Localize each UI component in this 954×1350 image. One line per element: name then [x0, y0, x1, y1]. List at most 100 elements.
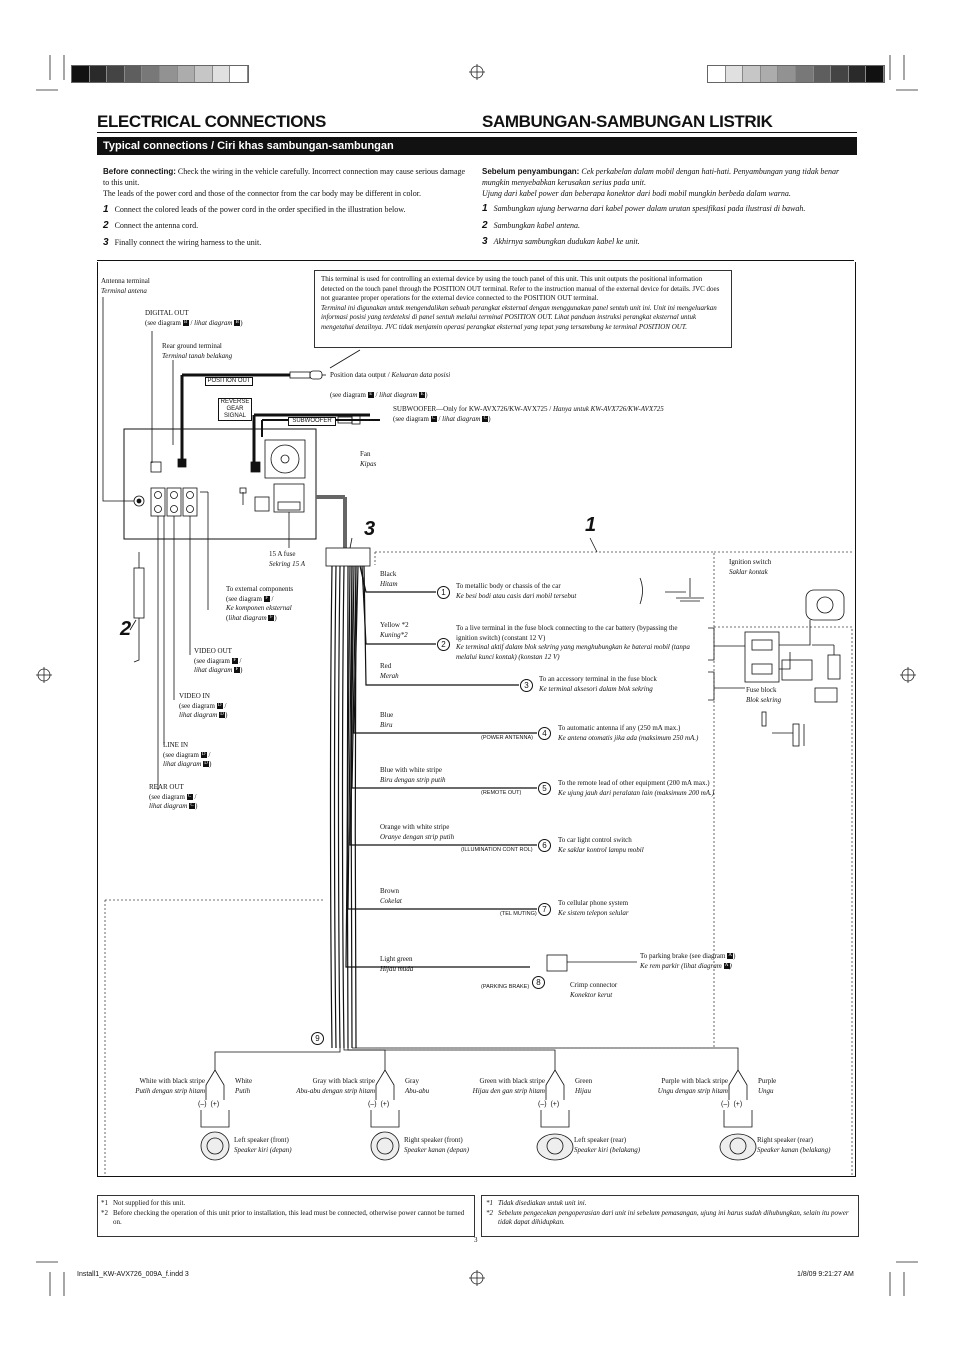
color-swatch: [743, 66, 761, 82]
wire-destination: To an accessory terminal in the fuse blo…: [539, 675, 657, 693]
speaker-wire: [200, 1110, 230, 1128]
subwoofer-tag: SUBWOOFER: [288, 417, 336, 426]
video-out-label: VIDEO OUT (see diagram F / lihat diagram…: [194, 647, 243, 674]
footnote-box-en: [97, 1195, 475, 1237]
wire-number: 6: [538, 839, 551, 852]
footer-file: Install1_KW-AVX726_009A_f.indd 3: [77, 1271, 189, 1278]
wire-destination: To the remote lead of other equipment (2…: [558, 779, 715, 797]
wire-destination: To automatic antenna if any (250 mA max.…: [558, 724, 699, 742]
color-bar-left: [71, 65, 249, 83]
speaker-name-label: Right speaker (rear)Speaker kanan (belak…: [757, 1136, 831, 1154]
speaker-lead: [375, 1069, 395, 1100]
wire-signal-tag: (TEL MUTING): [500, 911, 537, 917]
callout-3: 3: [364, 518, 376, 540]
speaker-icon: [370, 1131, 400, 1161]
speaker-polarity: (–) (+): [198, 1101, 220, 1108]
speaker-polarity: (–) (+): [538, 1101, 560, 1108]
color-swatch: [866, 66, 884, 82]
color-swatch: [124, 66, 143, 82]
reverse-ref-label: (see diagram E / lihat diagram E): [330, 391, 428, 399]
section-bar: Typical connections / Ciri khas sambunga…: [97, 137, 857, 155]
intro-en: Before connecting: Check the wiring in t…: [103, 166, 471, 199]
title-underline: [97, 132, 857, 133]
intro-id-label: Sebelum penyambungan:: [482, 167, 580, 176]
color-swatch: [195, 66, 213, 82]
speaker-wire: [370, 1110, 400, 1128]
diagram-frame: [97, 262, 856, 1177]
speaker-polarity: (–) (+): [368, 1101, 390, 1108]
wire-number: 4: [538, 727, 551, 740]
wire-number: 2: [437, 638, 450, 651]
intro-id-text2: Ujung dari kabel power dan beberapa kone…: [482, 189, 791, 198]
color-swatch: [72, 66, 90, 82]
wire-signal-tag: (PARKING BRAKE): [481, 984, 530, 990]
speaker-icon: [719, 1133, 757, 1161]
color-swatch: [89, 66, 108, 82]
color-swatch: [708, 66, 726, 82]
color-swatch: [795, 66, 814, 82]
speaker-lead: [545, 1069, 565, 1100]
speaker-icon: [200, 1131, 230, 1161]
wire-destination: To parking brake (see diagram A)Ke rem p…: [640, 952, 736, 970]
color-swatch: [212, 66, 231, 82]
line-in-label: LINE IN (see diagram D / lihat diagram D…: [163, 741, 212, 768]
color-swatch: [107, 66, 125, 82]
speaker-wire: [540, 1110, 570, 1128]
wire-number: 8: [532, 976, 545, 989]
color-bar-right: [707, 65, 885, 83]
intro-label: Before connecting:: [103, 167, 176, 176]
speaker-cone: [376, 1137, 394, 1155]
rear-out-label: REAR OUT (see diagram C / lihat diagram …: [149, 783, 198, 810]
harness-number-9: 9: [311, 1032, 324, 1045]
subwoofer-label: SUBWOOFER—Only for KW-AVX726/KW-AVX725 /…: [393, 405, 664, 423]
speaker-cone: [546, 1137, 564, 1155]
page-number: 3: [474, 1236, 478, 1244]
wire-number: 5: [538, 782, 551, 795]
reverse-gear-tag: REVERSE GEAR SIGNAL: [218, 398, 252, 421]
intro-text2: The leads of the power cord and those of…: [103, 189, 421, 198]
intro-id: Sebelum penyambungan: Cek perkabelan dal…: [482, 166, 854, 199]
color-swatch: [778, 66, 796, 82]
speaker-cone: [729, 1137, 747, 1155]
speaker-name-label: Left speaker (rear)Speaker kiri (belakan…: [574, 1136, 641, 1154]
title-id: SAMBUNGAN-SAMBUNGAN LISTRIK: [482, 112, 773, 131]
speaker-name-label: Left speaker (front)Speaker kiri (depan): [234, 1136, 292, 1154]
title-en: ELECTRICAL CONNECTIONS: [97, 112, 326, 131]
speaker-polarity: (–) (+): [721, 1101, 743, 1108]
color-swatch: [831, 66, 849, 82]
color-swatch: [813, 66, 832, 82]
video-in-label: VIDEO IN (see diagram D / lihat diagram …: [179, 692, 228, 719]
speaker-icon: [536, 1133, 574, 1161]
intro-text: Check the wiring in the vehicle carefull…: [103, 167, 466, 187]
wire-number: 7: [538, 903, 551, 916]
speaker-lead: [205, 1069, 225, 1100]
